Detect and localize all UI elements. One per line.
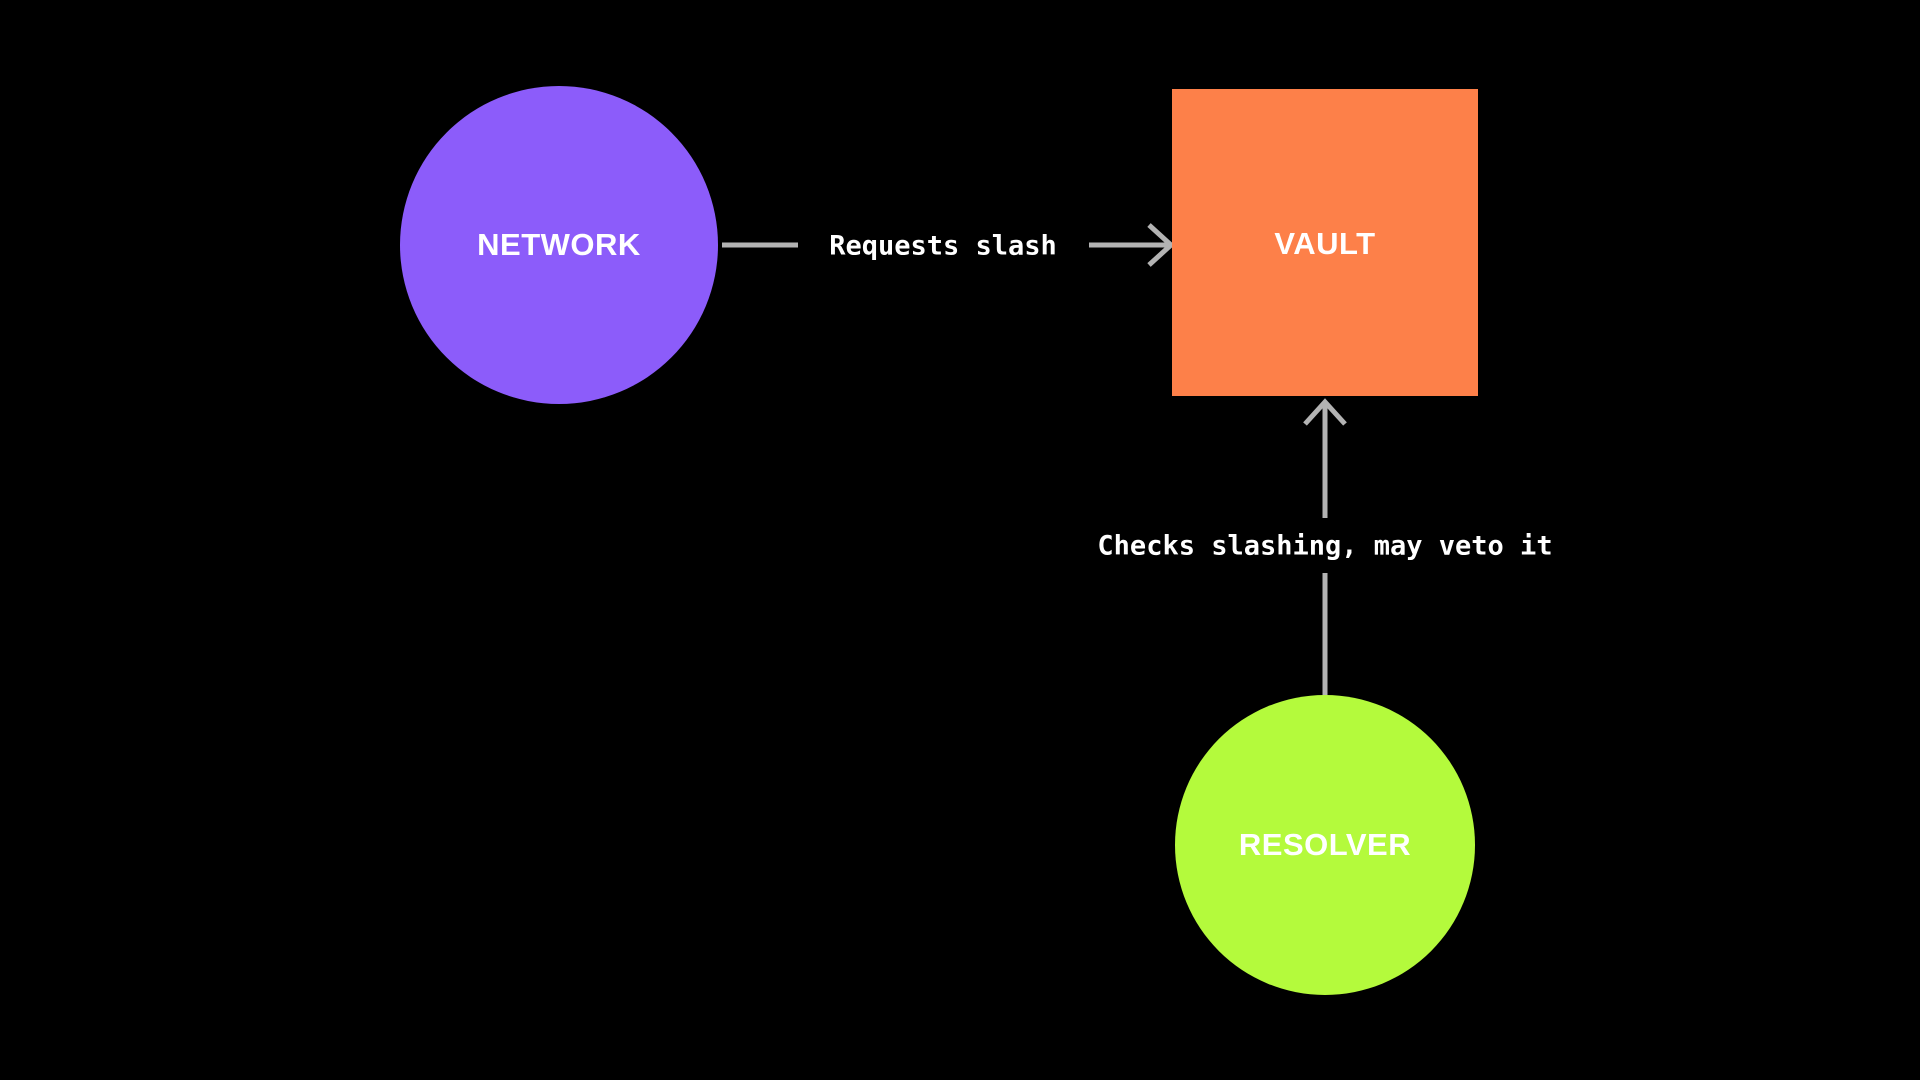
network-circle-shape	[400, 86, 718, 404]
node-vault[interactable]: VAULT	[1172, 89, 1478, 396]
node-network[interactable]: NETWORK	[400, 86, 718, 404]
arrowhead-up-icon	[1303, 398, 1347, 426]
edge-label-checks-slashing: Checks slashing, may veto it	[1097, 531, 1552, 562]
vault-label: VAULT	[1274, 226, 1375, 261]
edge-network-to-vault[interactable]: Requests slash	[722, 223, 1175, 267]
arrowhead-right-icon	[1147, 223, 1175, 267]
resolver-circle-shape	[1175, 695, 1475, 995]
edge-resolver-to-vault[interactable]: Checks slashing, may veto it	[1097, 398, 1553, 697]
network-label: NETWORK	[477, 227, 641, 262]
edge-label-requests-slash: Requests slash	[829, 231, 1057, 262]
resolver-label: RESOLVER	[1239, 827, 1411, 862]
vault-rect-shape	[1172, 89, 1478, 396]
node-resolver[interactable]: RESOLVER	[1175, 695, 1475, 995]
